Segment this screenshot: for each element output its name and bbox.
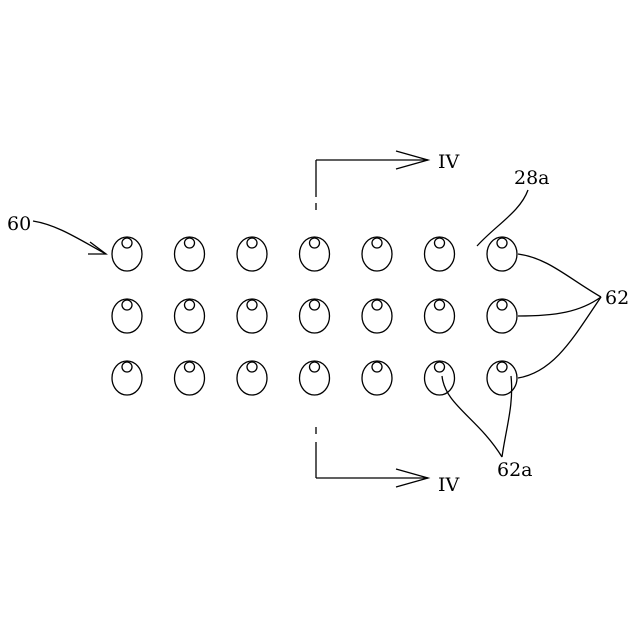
label-28a: 28a xyxy=(514,167,550,189)
cell-hole xyxy=(372,300,382,310)
label-62a: 62a xyxy=(497,459,533,481)
cell-hole xyxy=(435,362,445,372)
cell xyxy=(425,299,455,333)
cell-hole xyxy=(247,362,257,372)
cell xyxy=(300,237,330,271)
leader-62-line-2 xyxy=(518,297,601,316)
cell xyxy=(112,299,142,333)
leaders-62a xyxy=(442,376,512,457)
cell-hole xyxy=(122,300,132,310)
cell xyxy=(487,361,517,395)
cell xyxy=(362,299,392,333)
cell xyxy=(487,237,517,271)
cell-hole xyxy=(372,362,382,372)
cell xyxy=(112,237,142,271)
leader-60-arrowhead xyxy=(88,242,106,254)
cell xyxy=(425,361,455,395)
cell xyxy=(175,361,205,395)
leader-62-line-3 xyxy=(518,297,601,378)
label-62: 62 xyxy=(605,287,629,309)
cell-grid xyxy=(112,237,517,395)
leader-60-line xyxy=(33,221,106,254)
cell-hole xyxy=(185,300,195,310)
cell-hole xyxy=(497,300,507,310)
leaders-62 xyxy=(518,254,601,378)
cell xyxy=(362,237,392,271)
cell-hole xyxy=(310,300,320,310)
cell-hole xyxy=(497,238,507,248)
cell xyxy=(112,361,142,395)
cell xyxy=(362,361,392,395)
cell-hole xyxy=(247,238,257,248)
leader-62-line-1 xyxy=(518,254,601,297)
label-section-bottom: IV xyxy=(438,474,460,496)
cell-hole xyxy=(185,362,195,372)
cell xyxy=(175,237,205,271)
cell xyxy=(300,361,330,395)
label-60: 60 xyxy=(7,213,31,235)
cell xyxy=(300,299,330,333)
cell-hole xyxy=(310,238,320,248)
leader-62a-line-2 xyxy=(502,376,512,457)
cell-hole xyxy=(185,238,195,248)
cell xyxy=(237,361,267,395)
cell-hole xyxy=(372,238,382,248)
cell-hole xyxy=(247,300,257,310)
cell-hole xyxy=(122,238,132,248)
leader-60 xyxy=(33,221,106,254)
cell xyxy=(237,237,267,271)
cell-hole xyxy=(310,362,320,372)
cell-hole xyxy=(435,300,445,310)
cell-hole xyxy=(497,362,507,372)
section-line-iv xyxy=(316,151,428,487)
cell-hole xyxy=(122,362,132,372)
cell xyxy=(237,299,267,333)
cell-hole xyxy=(435,238,445,248)
label-section-top: IV xyxy=(438,151,460,173)
cell xyxy=(175,299,205,333)
cell xyxy=(425,237,455,271)
cell xyxy=(487,299,517,333)
